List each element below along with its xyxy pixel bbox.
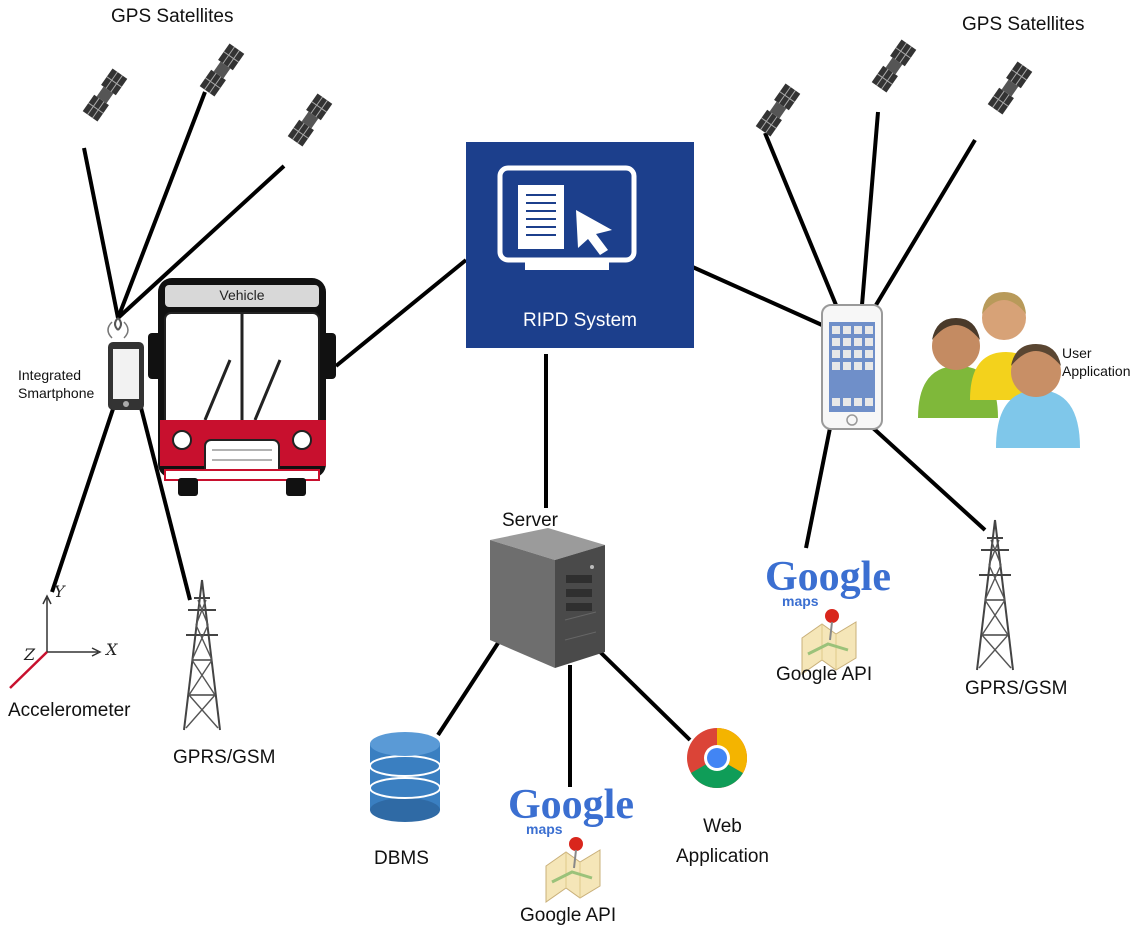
z-axis-label: Z: [24, 645, 36, 664]
server-label: Server: [502, 510, 558, 531]
accelerometer-axes-icon: [9, 594, 102, 689]
web-application-label: Web Application: [676, 816, 769, 867]
iphone-icon: [821, 304, 883, 430]
svg-text:maps: maps: [782, 593, 819, 609]
gprs-gsm-right-label: GPRS/GSM: [965, 678, 1068, 699]
vehicle-label: Vehicle: [219, 287, 265, 303]
smartphone-icon: [107, 317, 144, 410]
svg-text:Google: Google: [508, 782, 634, 828]
connection-lines: [50, 91, 987, 787]
google-api-bottom-label: Google API: [520, 905, 617, 926]
google-maps-logo: Google maps: [765, 554, 891, 676]
svg-text:Google: Google: [765, 554, 891, 600]
gps-satellites-right-label: GPS Satellites: [962, 14, 1085, 35]
x-axis-label: X: [106, 640, 118, 659]
dbms-label: DBMS: [374, 848, 429, 869]
database-icon: [369, 732, 441, 822]
google-maps-logo: Google maps: [508, 782, 634, 904]
ripd-system-label: RIPD System: [522, 310, 638, 331]
user-application-label: User Application: [1062, 345, 1131, 379]
gps-satellites-left-label: GPS Satellites: [111, 6, 234, 27]
ripd-system-box: [466, 142, 694, 348]
integrated-smartphone-label: Integrated Smartphone: [18, 367, 95, 401]
svg-text:maps: maps: [526, 821, 563, 837]
gps-satellite-icon: [82, 43, 333, 147]
users-icon: [918, 292, 1080, 448]
gps-satellite-icon: [755, 39, 1033, 137]
gprs-gsm-left-label: GPRS/GSM: [173, 747, 276, 768]
accelerometer-label: Accelerometer: [8, 700, 131, 721]
y-axis-label: Y: [54, 582, 65, 601]
bus-icon: [148, 278, 336, 496]
google-api-right-label: Google API: [776, 664, 873, 685]
chrome-icon: [687, 728, 748, 789]
server-icon: [490, 528, 605, 668]
